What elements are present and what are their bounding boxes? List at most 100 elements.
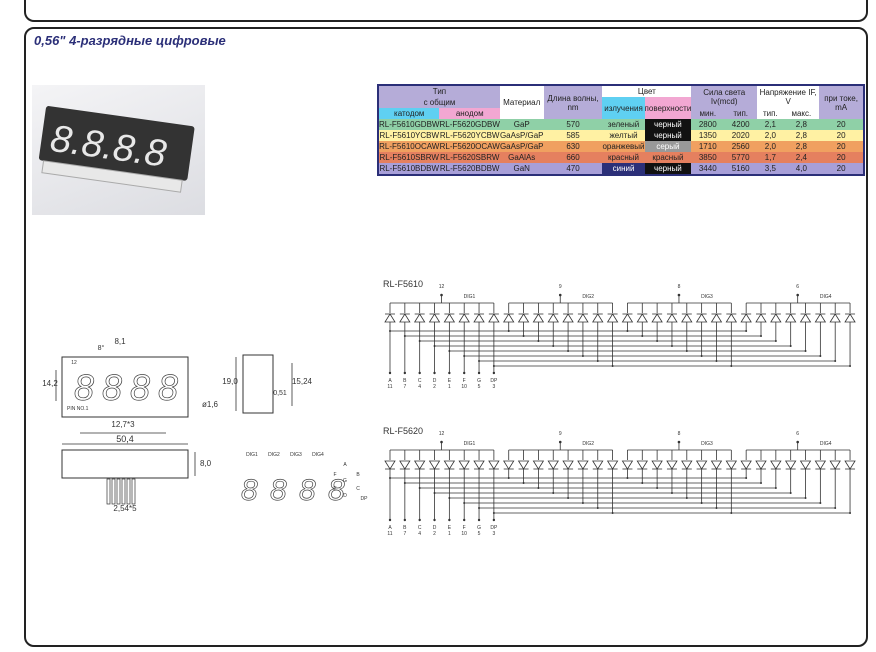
diode-icon [695,313,708,323]
diode-icon [814,460,827,470]
cell-wave: 630 [566,142,580,151]
diode-icon [592,313,604,323]
diode-icon [458,460,470,470]
product-panel [24,27,868,647]
diode-icon [562,313,574,323]
diode-icon [621,313,634,323]
diode-icon [473,313,485,323]
segment-label: DP [490,378,498,384]
cell-typ: 2020 [731,131,750,140]
cell-wave: 470 [566,164,580,173]
dim-pin-pitch: 2,54*5 [113,504,137,513]
diode-icon [606,460,619,470]
segment-letter: C [356,486,360,492]
pin [126,478,131,505]
pin12-label: 12 [71,360,77,366]
dim-hole: ø1,6 [202,400,219,409]
pin [131,478,136,505]
dim-digit-pitch: 12,7*3 [111,420,135,429]
cell-surf: черный [644,130,692,141]
common-pin-label: 9 [559,284,562,290]
cell-ma: 20 [836,164,846,173]
cell-cath: RL-F5610YCBW [379,131,440,140]
diode-icon [710,313,723,323]
segment-label: DP [490,525,498,531]
diode-icon [547,460,559,470]
digit-label: DIG1 [464,294,476,300]
cell-vtyp: 2,0 [764,142,776,151]
digit-outline: 8 [130,367,150,408]
diode-icon [799,313,812,323]
diode-icon [651,460,663,470]
diode-icon [725,313,738,323]
cell-vmax: 2,8 [795,142,807,151]
diode-icon [606,313,619,323]
segment-pin-label: 4 [418,531,421,537]
digit-outline: 8 [241,474,258,507]
diode-icon [592,460,604,470]
digit-label: DIG3 [701,441,713,447]
cell-wave: 660 [566,153,580,162]
common-pin-label: 12 [439,431,445,437]
segment-label: A [388,525,392,531]
diode-icon [562,460,574,470]
diode-icon [621,460,634,470]
segment-pin-label: 3 [492,531,495,537]
digit-label: DIG2 [582,441,594,447]
segment-pin-label: 5 [478,531,481,537]
segment-label: E [448,378,452,384]
cell-cath: RL-F5610GDBW [379,120,440,129]
diode-icon [517,460,530,470]
diode-icon [636,313,649,323]
diode-icon [651,313,663,323]
common-pin-label: 6 [796,431,799,437]
cell-cath: RL-F5610OCAW [379,142,440,151]
diode-icon [532,313,545,323]
segment-label: G [477,378,481,384]
digit-label: DIG1 [246,452,258,458]
diode-icon [666,460,678,470]
cell-anode: RL-F5620YCBW [439,131,500,140]
diode-icon [636,460,649,470]
cell-vmax: 2,4 [795,153,807,162]
segment-label: C [418,378,422,384]
cell-anode: RL-F5620GDBW [439,120,500,129]
cell-emit: оранжевый [602,142,645,151]
pin1-label: PIN NO.1 [67,406,89,412]
front-view [61,356,189,418]
dim-width: 50,4 [116,434,134,444]
schematic-title: RL-F5610 [383,279,423,289]
diode-icon [666,313,678,323]
segment-letter: E [333,486,337,492]
diode-icon [443,460,456,470]
cell-ma: 20 [836,142,846,151]
diode-icon [443,313,456,323]
segment-label: F [463,378,466,384]
diode-icon [770,460,782,470]
cell-cath: RL-F5610BDBW [379,164,440,173]
digit-outline: 8 [270,474,287,507]
diode-icon [725,460,738,470]
cell-mat: GaAsP/GaP [499,142,544,151]
segment-letter: D [343,493,347,499]
segment-label: C [418,525,422,531]
diode-icon [844,313,856,323]
cell-cath: RL-F5610SBRW [379,153,439,162]
dim-seg-width: 8,1 [114,337,126,346]
diode-icon [681,313,693,323]
digit-outline: 8 [328,474,345,507]
diode-icon [428,460,441,470]
diode-icon [532,460,545,470]
cell-min: 1350 [698,131,717,140]
diode-icon [844,460,856,470]
diode-icon [740,460,752,470]
cell-wave: 585 [566,131,580,140]
cell-typ: 5770 [731,153,750,162]
diode-icon [458,313,470,323]
diode-icon [517,313,530,323]
